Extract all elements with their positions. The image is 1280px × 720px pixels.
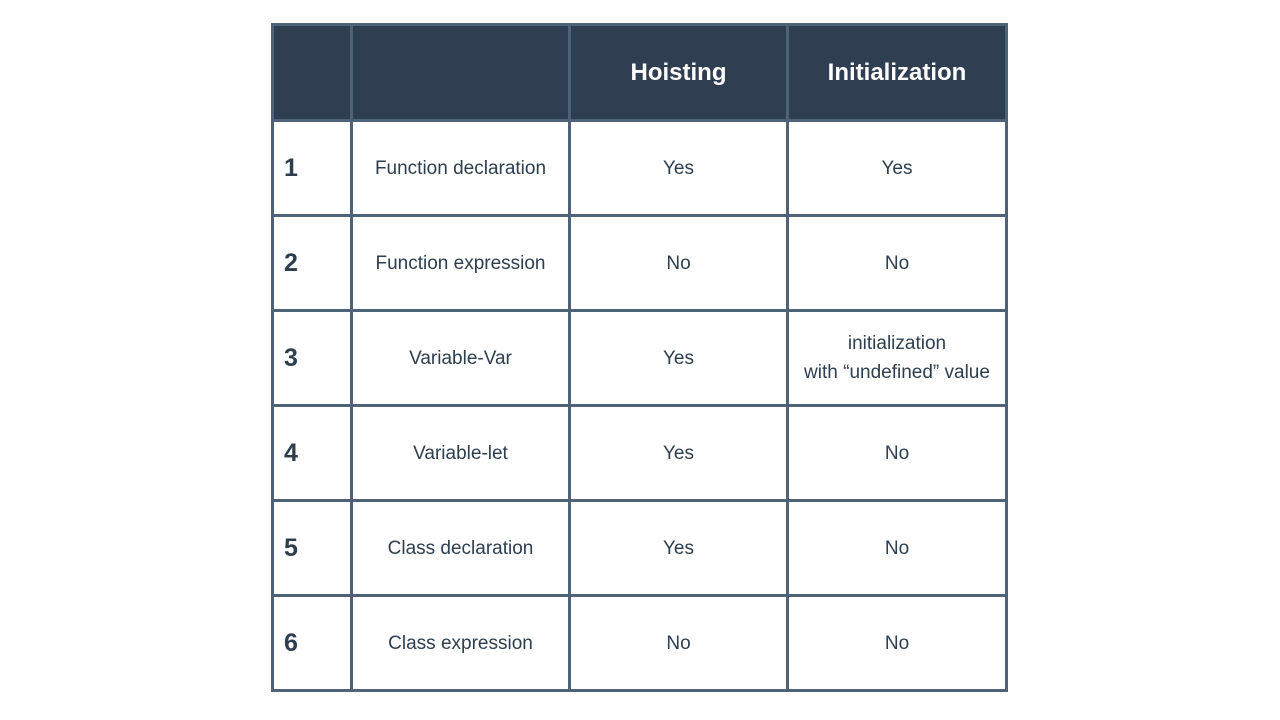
row-initialization: initialization with “undefined” value	[786, 309, 1008, 407]
table-header-row: Hoisting Initialization	[271, 23, 1008, 122]
initialization-line: Yes	[881, 157, 913, 179]
table-row: 2 Function expression No No	[271, 214, 1008, 312]
row-number: 5	[271, 499, 353, 597]
header-cell-hoisting: Hoisting	[568, 23, 789, 122]
row-hoisting: Yes	[568, 309, 789, 407]
initialization-line: No	[884, 632, 910, 654]
row-number: 4	[271, 404, 353, 502]
row-name: Variable-Var	[350, 309, 571, 407]
row-hoisting: Yes	[568, 404, 789, 502]
row-name: Variable-let	[350, 404, 571, 502]
row-number: 6	[271, 594, 353, 692]
header-cell-number	[271, 23, 353, 122]
header-cell-initialization: Initialization	[786, 23, 1008, 122]
row-number: 2	[271, 214, 353, 312]
row-initialization: No	[786, 499, 1008, 597]
hoisting-comparison-table: Hoisting Initialization 1 Function decla…	[271, 23, 1008, 692]
comparison-table-container: Hoisting Initialization 1 Function decla…	[271, 23, 1008, 692]
row-initialization: No	[786, 404, 1008, 502]
table-row: 6 Class expression No No	[271, 594, 1008, 692]
initialization-line: with “undefined” value	[804, 362, 990, 383]
header-cell-name	[350, 23, 571, 122]
row-name: Class expression	[350, 594, 571, 692]
initialization-line: No	[884, 537, 910, 559]
table-row: 1 Function declaration Yes Yes	[271, 119, 1008, 217]
initialization-line: No	[884, 442, 910, 464]
row-name: Function declaration	[350, 119, 571, 217]
row-hoisting: Yes	[568, 119, 789, 217]
table-row: 5 Class declaration Yes No	[271, 499, 1008, 597]
row-name: Class declaration	[350, 499, 571, 597]
row-initialization: No	[786, 214, 1008, 312]
row-hoisting: No	[568, 594, 789, 692]
row-initialization: No	[786, 594, 1008, 692]
row-name: Function expression	[350, 214, 571, 312]
row-number: 3	[271, 309, 353, 407]
row-initialization: Yes	[786, 119, 1008, 217]
row-hoisting: Yes	[568, 499, 789, 597]
table-row: 3 Variable-Var Yes initialization with “…	[271, 309, 1008, 407]
row-number: 1	[271, 119, 353, 217]
row-hoisting: No	[568, 214, 789, 312]
table-row: 4 Variable-let Yes No	[271, 404, 1008, 502]
initialization-line: initialization	[847, 333, 947, 354]
initialization-line: No	[884, 252, 910, 274]
